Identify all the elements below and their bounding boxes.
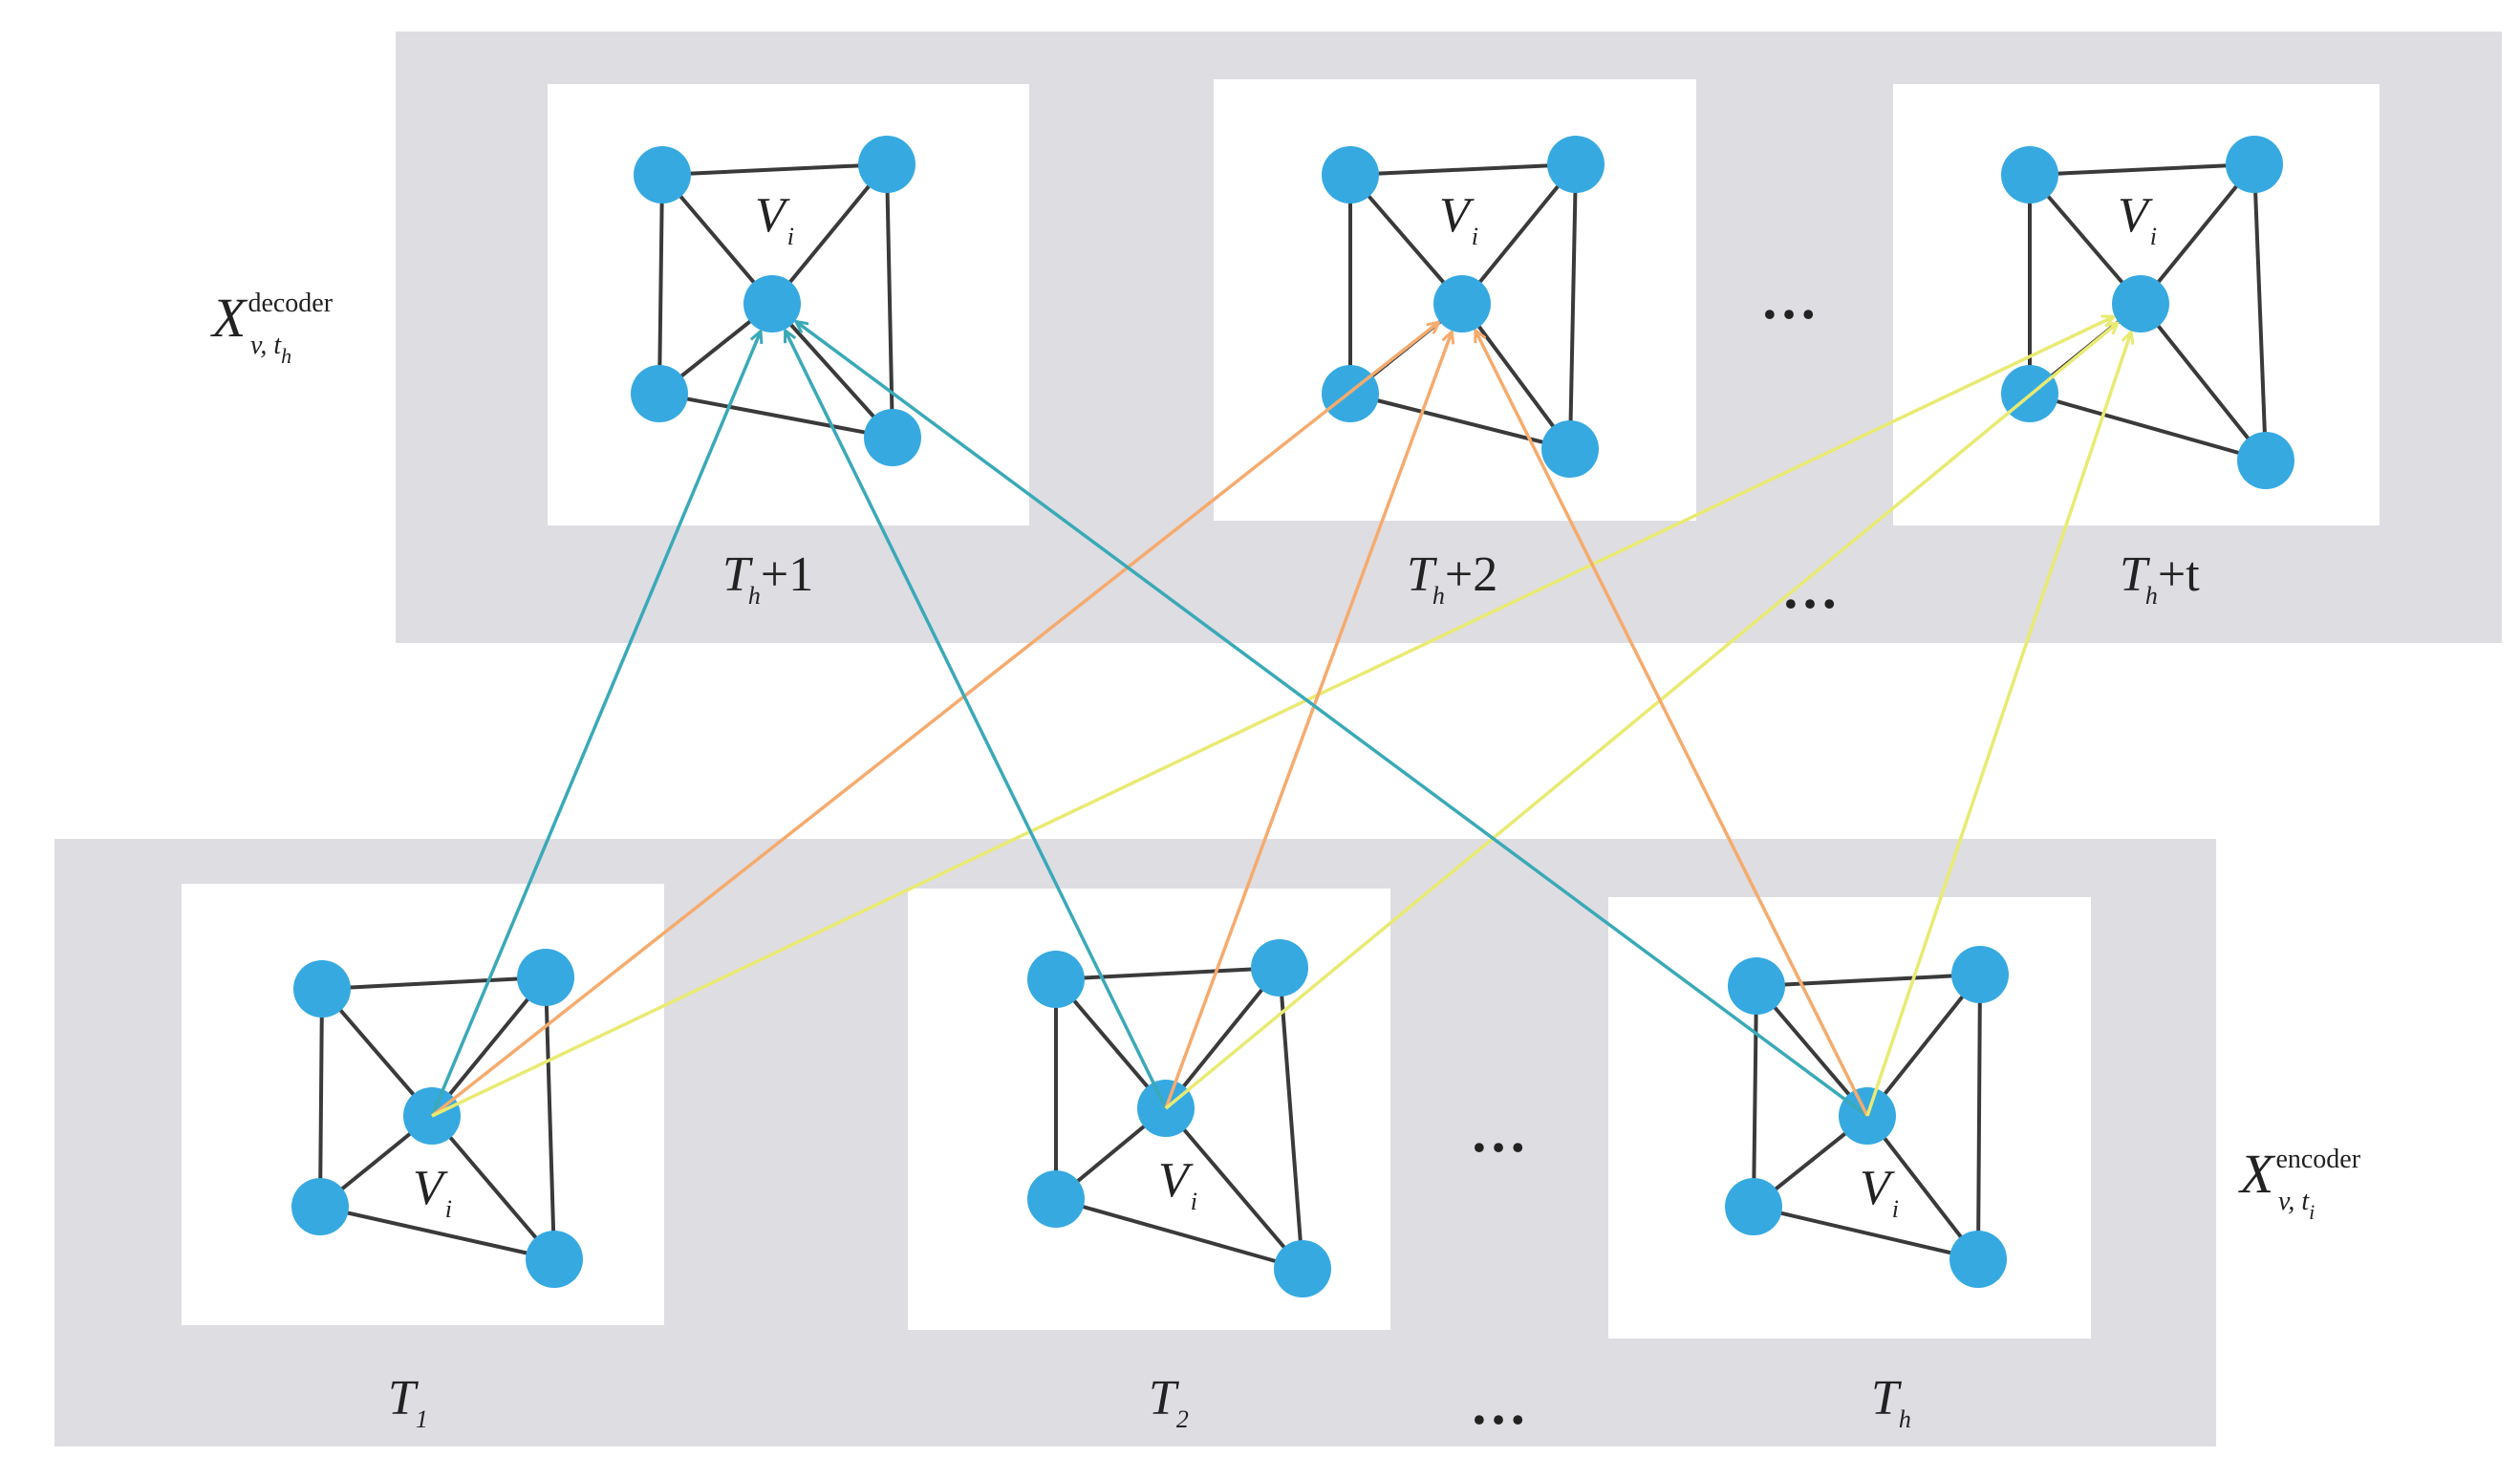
graph-decoder-3 bbox=[2001, 136, 2294, 489]
graph-node bbox=[1027, 1170, 1085, 1228]
ellipses: … … … … bbox=[1470, 268, 1839, 1436]
graph-node bbox=[1725, 1178, 1782, 1235]
graph-edge bbox=[1055, 966, 1281, 981]
graph-node bbox=[1541, 420, 1599, 478]
attention-arrow-encoder-2-to-decoder-2 bbox=[1164, 332, 1452, 1109]
graph-node bbox=[1547, 136, 1605, 193]
graph-encoder-1 bbox=[291, 949, 583, 1288]
graph-node bbox=[1322, 146, 1379, 204]
graph-edge bbox=[2252, 163, 2268, 461]
graph-edge bbox=[1976, 974, 1982, 1260]
graph-edge bbox=[2029, 392, 2267, 462]
attention-arrow-encoder-1-to-decoder-3 bbox=[431, 317, 2113, 1118]
attention-arrow-encoder-2-to-decoder-1 bbox=[786, 332, 1168, 1109]
encoder-input-label: Xencoder bbox=[2238, 1143, 2361, 1205]
graph-edge bbox=[1349, 162, 1577, 177]
vi-label-encoder-3: Vi bbox=[1860, 1161, 1899, 1223]
graph-node bbox=[631, 365, 688, 422]
graph-node bbox=[291, 1178, 349, 1235]
decoder-step-label-3: Th+t bbox=[2120, 547, 2200, 610]
decoder-step-label-1: Th+1 bbox=[722, 547, 813, 610]
graph-node bbox=[1949, 1231, 2007, 1288]
graph-node bbox=[293, 960, 351, 1018]
graph-edge bbox=[319, 1205, 555, 1261]
graph-node-vi bbox=[2112, 275, 2169, 332]
attention-arrow-layer bbox=[430, 317, 2131, 1118]
node-labels: Vi Vi Vi Vi Vi Vi bbox=[413, 188, 2157, 1223]
ellipsis-encoder-labels: … bbox=[1470, 1373, 1527, 1436]
graph-edge bbox=[430, 1114, 556, 1261]
graph-node-vi bbox=[743, 275, 801, 332]
graph-edge bbox=[318, 988, 324, 1208]
encoder-step-label-3: Th bbox=[1871, 1371, 1911, 1433]
graph-edge bbox=[1164, 1106, 1304, 1271]
graph-edge bbox=[1278, 967, 1304, 1270]
graph-edge bbox=[2139, 162, 2256, 306]
vi-label-decoder-1: Vi bbox=[755, 188, 794, 250]
vi-label-decoder-2: Vi bbox=[1439, 188, 1478, 250]
graph-edge bbox=[661, 162, 888, 177]
graph-edge bbox=[657, 174, 664, 395]
graph-node-vi bbox=[1433, 275, 1491, 332]
attention-arrow-encoder-2-to-decoder-3 bbox=[1164, 323, 2117, 1110]
graph-edge bbox=[1055, 1197, 1303, 1271]
decoder-input-subscript: v, th bbox=[250, 331, 291, 368]
graph-node bbox=[1951, 946, 2009, 1003]
decoder-step-label-2: Th+2 bbox=[1407, 547, 1497, 610]
ellipsis-decoder-labels: … bbox=[1781, 557, 1839, 620]
encoder-input-subscript: v, ti bbox=[2278, 1187, 2315, 1224]
graph-layer bbox=[291, 136, 2294, 1297]
attention-arrow-encoder-3-to-decoder-3 bbox=[1865, 332, 2131, 1117]
graph-edge bbox=[1460, 162, 1578, 306]
decoder-input-label: Xdecoder bbox=[210, 287, 334, 349]
vi-label-encoder-1: Vi bbox=[413, 1161, 452, 1223]
graph-edge bbox=[1349, 392, 1571, 451]
graph-edge bbox=[1164, 966, 1282, 1110]
graph-edge bbox=[1865, 1114, 1980, 1261]
vi-label-encoder-2: Vi bbox=[1158, 1153, 1197, 1215]
vi-label-decoder-3: Vi bbox=[2118, 188, 2157, 250]
graph-node bbox=[2001, 146, 2058, 204]
graph-edge bbox=[2139, 302, 2268, 462]
decoder-step-labels: Th+1 Th+2 Th+t bbox=[722, 547, 2200, 610]
encoder-step-label-2: T2 bbox=[1149, 1371, 1189, 1433]
graph-edge bbox=[2029, 162, 2255, 177]
graph-edge bbox=[658, 392, 894, 439]
attention-arrow-encoder-3-to-decoder-1 bbox=[797, 322, 1869, 1118]
graph-node bbox=[526, 1231, 583, 1288]
attention-arrow-encoder-1-to-decoder-2 bbox=[430, 323, 1438, 1118]
graph-node bbox=[864, 409, 921, 466]
graph-edge bbox=[770, 162, 889, 306]
attention-arrow-encoder-3-to-decoder-2 bbox=[1475, 332, 1869, 1117]
graph-node bbox=[858, 136, 915, 193]
encoder-step-labels: T1 T2 Th bbox=[388, 1371, 1911, 1433]
graph-edge bbox=[1753, 1205, 1979, 1261]
attention-arrow-encoder-1-to-decoder-1 bbox=[430, 332, 761, 1117]
graph-edge bbox=[1755, 973, 1981, 988]
ellipsis-decoder-graphs: … bbox=[1760, 268, 1818, 331]
graph-edge bbox=[1568, 163, 1578, 450]
graph-node bbox=[1728, 957, 1785, 1015]
ellipsis-encoder-graphs: … bbox=[1470, 1101, 1527, 1164]
graph-node bbox=[2237, 432, 2294, 489]
graph-node bbox=[1274, 1240, 1331, 1297]
graph-edge bbox=[1865, 973, 1982, 1118]
graph-edge bbox=[770, 302, 894, 439]
graph-node bbox=[517, 949, 574, 1006]
graph-edge bbox=[430, 975, 548, 1118]
graph-encoder-2 bbox=[1027, 939, 1331, 1297]
graph-node bbox=[2226, 136, 2283, 193]
graph-node bbox=[1027, 951, 1085, 1008]
encoder-frames bbox=[182, 884, 2091, 1339]
graph-node bbox=[634, 146, 691, 204]
graph-edge bbox=[1752, 985, 1758, 1208]
encoder-step-label-1: T1 bbox=[388, 1371, 428, 1433]
graph-edge bbox=[321, 975, 547, 991]
graph-node bbox=[1251, 939, 1308, 997]
